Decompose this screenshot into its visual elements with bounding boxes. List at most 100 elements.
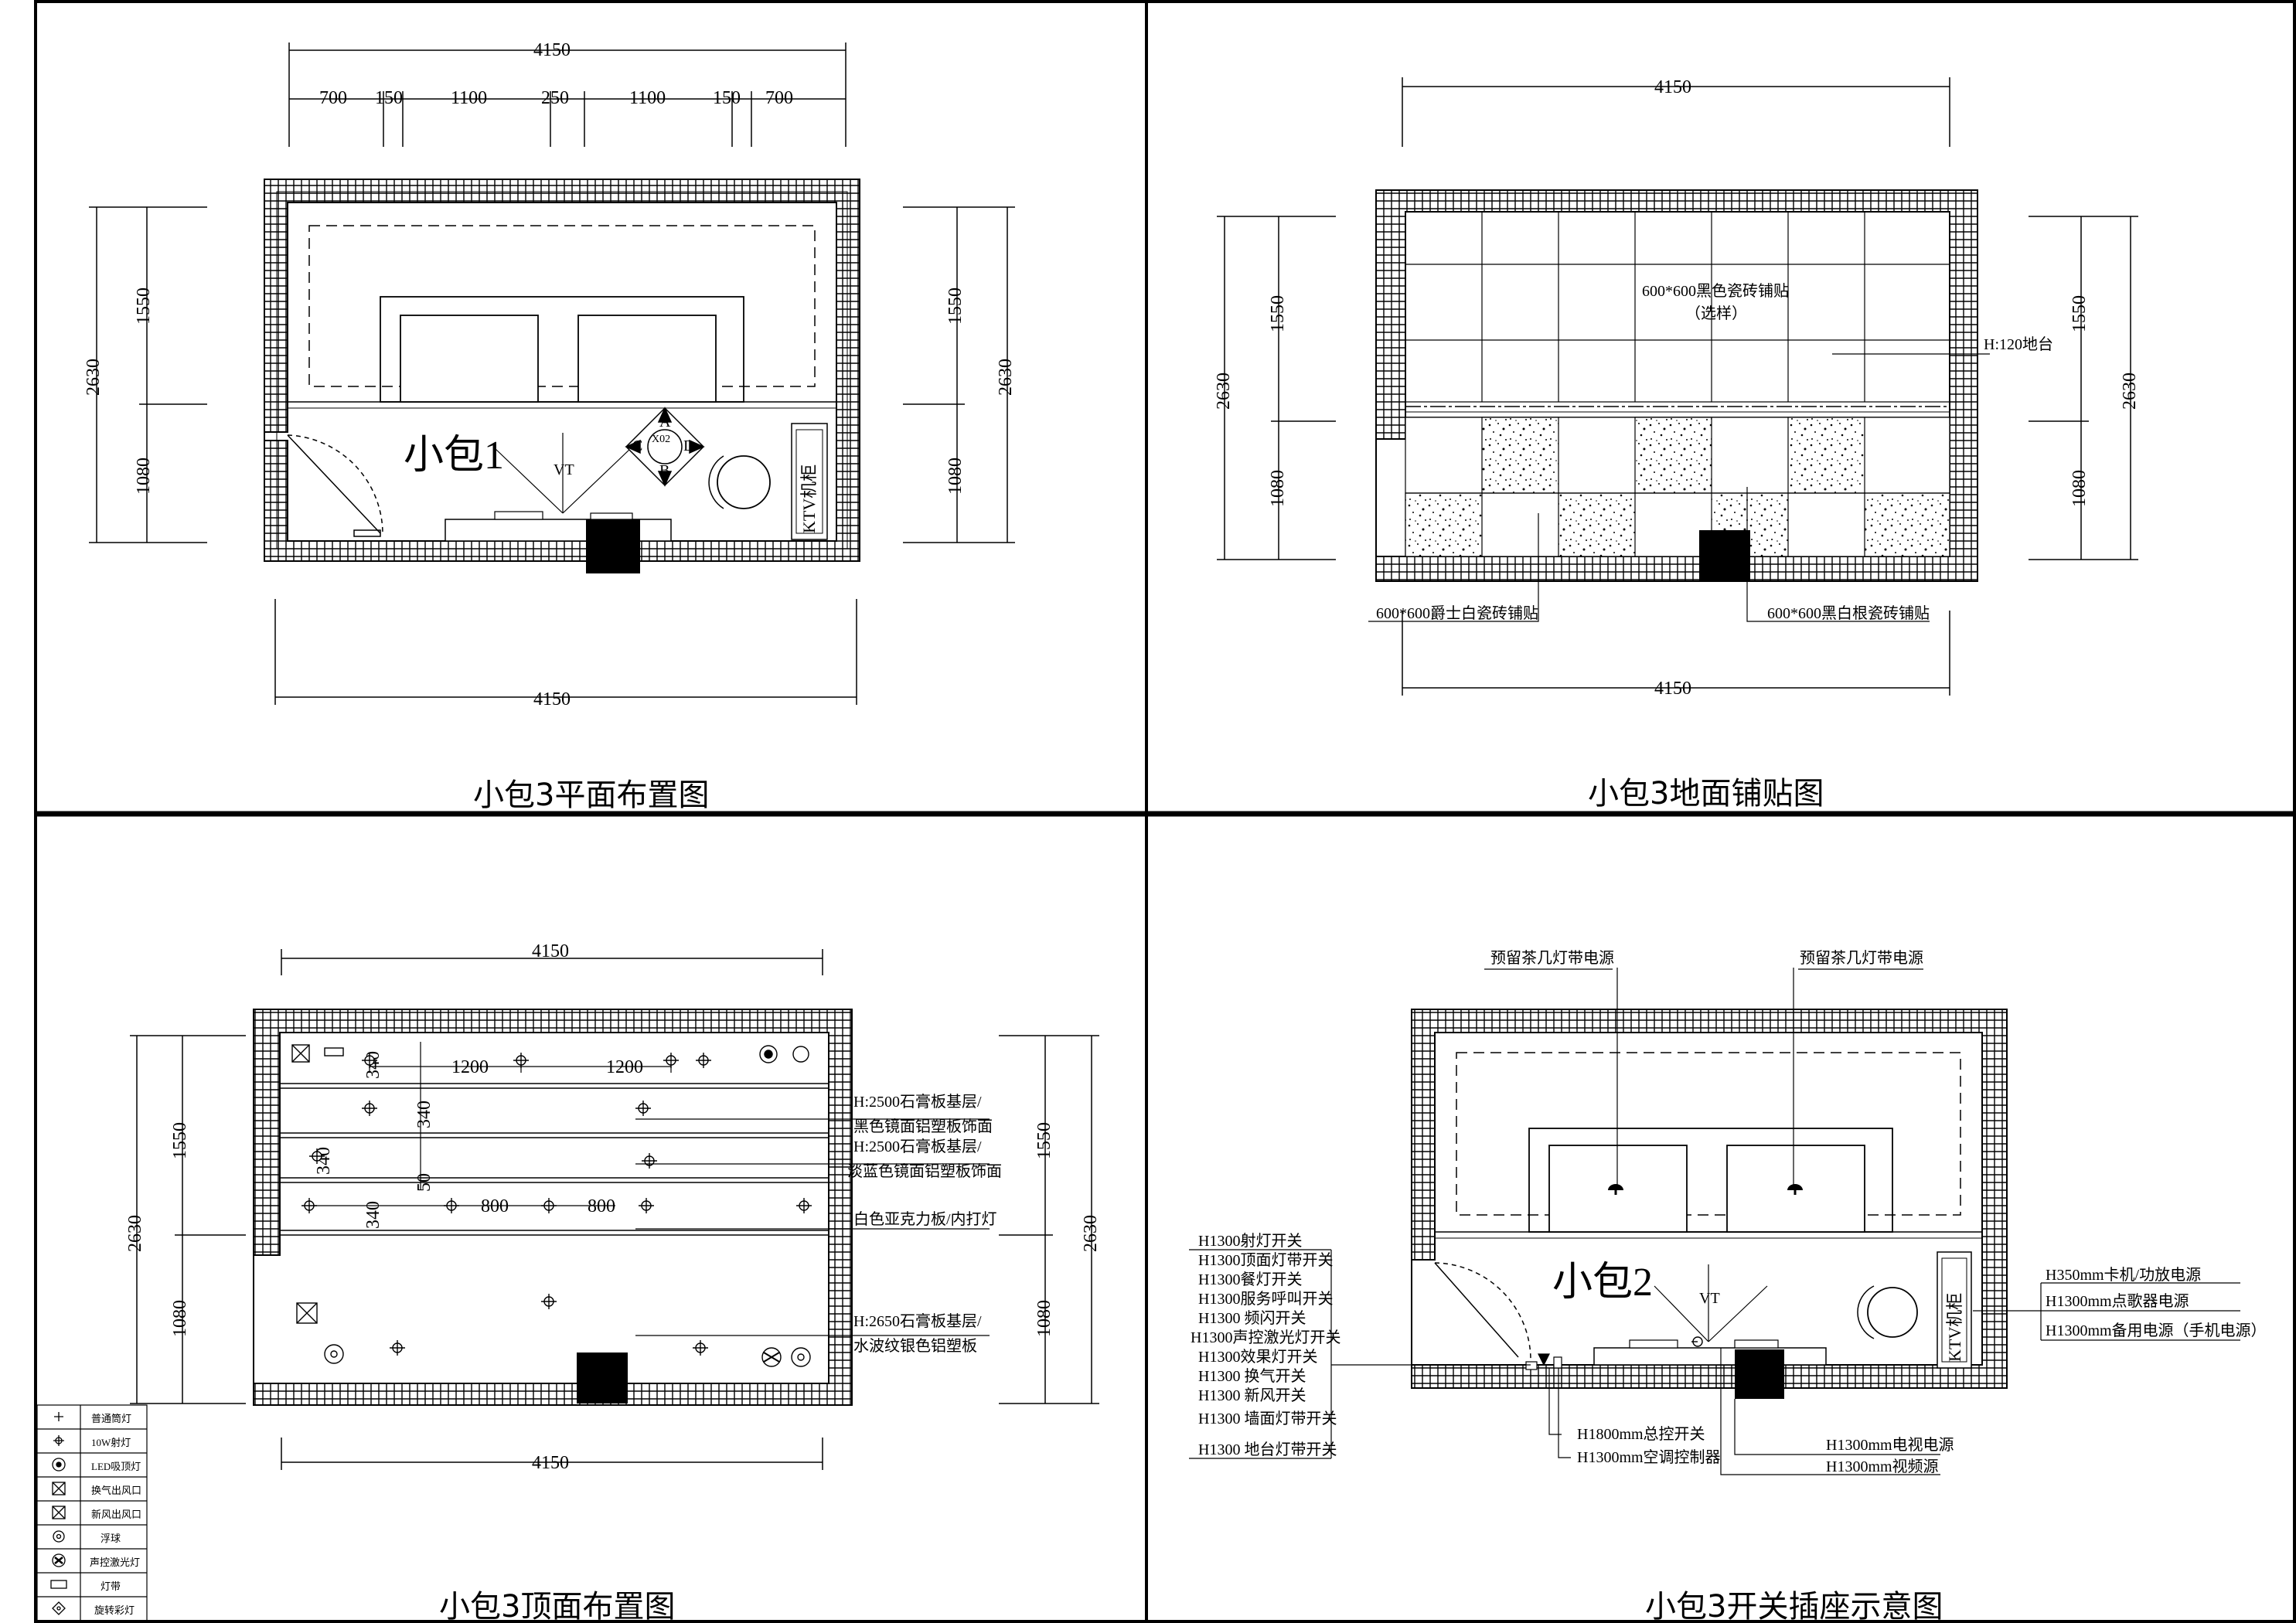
plan-title: 小包3平面布置图 (473, 777, 709, 813)
ceiling-note-4: 淡蓝色镜面铝塑板饰面 (847, 1162, 1002, 1180)
ceiling-note-3: H:2500石膏板基层/ (853, 1138, 982, 1155)
socket-right-note-2: H1300mm点歌器电源 (2046, 1292, 2189, 1310)
floor-dim-total: 4150 (1654, 77, 1691, 97)
legend-led-icon (52, 1458, 66, 1472)
legend-label-8: 灯带 (100, 1580, 121, 1592)
floor-note-tile-black-2: （选样） (1685, 305, 1747, 322)
legend-float-ball-icon (53, 1530, 65, 1543)
plan-marker-a: A (659, 413, 671, 430)
floor-title: 小包3地面铺贴图 (1588, 776, 1824, 812)
switch-note-6: H1300声控激光灯开关 (1191, 1329, 1340, 1346)
ceiling-legend: 普通筒灯 10W射灯 LED吸顶灯 换气出风口 新风出风口 浮球 声控激光灯 灯… (36, 1404, 148, 1622)
ceiling-column (577, 1352, 628, 1404)
legend-label-9: 旋转彩灯 (94, 1604, 135, 1616)
ceiling-dim-total: 4150 (532, 941, 569, 961)
plan-door (287, 434, 383, 537)
plan-dim-left-total: 2630 (83, 359, 104, 396)
ceiling-dim-right-total: 2630 (1081, 1215, 1101, 1252)
ceiling-dim-left-lower: 1080 (170, 1300, 190, 1337)
ceiling-title: 小包3顶面布置图 (439, 1589, 675, 1623)
ceiling-spotlights (301, 1053, 812, 1356)
legend-label-1: 普通筒灯 (91, 1413, 131, 1424)
switch-note-4: H1300服务呼叫开关 (1198, 1290, 1333, 1308)
ceiling-dim-1200-b: 1200 (606, 1057, 643, 1077)
socket-right-note-3: H1300mm备用电源（手机电源） (2046, 1322, 2267, 1339)
switch-note-11: H1300 地台灯带开关 (1198, 1441, 1337, 1458)
legend-rotating-icon (52, 1601, 66, 1615)
plan-dim-left-upper: 1550 (134, 288, 154, 325)
legend-label-3: LED吸顶灯 (91, 1461, 141, 1472)
floor-dim-left-upper: 1550 (1268, 295, 1288, 332)
ceiling-note-2: 黑色镜面铝塑板饰面 (853, 1118, 993, 1135)
ceiling-dim-left-total: 2630 (125, 1215, 145, 1252)
switch-note-7: H1300效果灯开关 (1198, 1348, 1317, 1366)
floor-dim-right-lower: 1080 (2069, 470, 2090, 507)
legend-spotlight-icon (53, 1435, 64, 1446)
plan-dim-part-3: 1100 (451, 88, 487, 108)
ceiling-dim-1200-a: 1200 (451, 1057, 489, 1077)
plan-dim-right-total: 2630 (996, 359, 1016, 396)
floor-note-platform: H:120地台 (1984, 335, 2053, 353)
plan-elevation-marker (625, 407, 705, 487)
legend-label-4: 换气出风口 (91, 1485, 141, 1496)
ceiling-dim-340-b: 340 (414, 1101, 434, 1128)
plan-marker-code: X02 (652, 434, 670, 445)
plan-marker-b: B (659, 462, 669, 479)
plan-walls (264, 179, 860, 562)
ceiling-dim-340-d: 340 (363, 1201, 383, 1229)
socket-cabinet-text: KTV机柜 (1945, 1293, 1964, 1362)
floor-note-tile-black-1: 600*600黑色瓷砖铺贴 (1642, 282, 1789, 300)
ceiling-note-6: H:2650石膏板基层/ (853, 1312, 982, 1330)
plan-dim-total: 4150 (533, 40, 571, 60)
floor-note-jazz: 600*600爵士白瓷砖铺贴 (1376, 604, 1538, 622)
panel-ceiling: 4150 4150 2630 1550 1080 1550 1080 2630 (36, 941, 1101, 1623)
socket-column (1735, 1349, 1784, 1399)
plan-column (586, 519, 640, 573)
ceiling-dim-right-upper: 1550 (1034, 1122, 1054, 1159)
floor-upper-tiles (1405, 211, 1950, 403)
legend-label-5: 新风出风口 (91, 1509, 141, 1520)
sheet-frame (34, 0, 2296, 1623)
socket-title: 小包3开关插座示意图 (1645, 1589, 1943, 1623)
plan-dim-part-1: 700 (319, 88, 347, 108)
ceiling-note-7: 水波纹银色铝塑板 (853, 1337, 977, 1355)
ceiling-dim-800-b: 800 (588, 1196, 615, 1216)
legend-downlight-icon (54, 1412, 63, 1421)
plan-dim-total-bottom: 4150 (533, 689, 571, 709)
switch-note-10: H1300 墙面灯带开关 (1198, 1410, 1337, 1427)
plan-marker-d: D (683, 437, 694, 454)
floor-note-blackwhite: 600*600黑白根瓷砖铺贴 (1767, 604, 1930, 622)
socket-note-ac: H1300mm空调控制器 (1577, 1448, 1721, 1466)
switch-note-9: H1300 新风开关 (1198, 1387, 1306, 1404)
socket-note-top-left: 预留茶几灯带电源 (1490, 949, 1614, 967)
ceiling-dim-total-bottom: 4150 (532, 1453, 569, 1473)
socket-note-master: H1800mm总控开关 (1577, 1425, 1705, 1443)
switch-note-1: H1300射灯开关 (1198, 1232, 1302, 1250)
legend-laser-icon (52, 1553, 66, 1567)
legend-strip-icon (50, 1580, 67, 1589)
socket-room-label: 小包2 (1552, 1261, 1653, 1305)
floor-dim-right-total: 2630 (2120, 373, 2140, 410)
switch-note-8: H1300 换气开关 (1198, 1367, 1306, 1385)
socket-note-top-right: 预留茶几灯带电源 (1800, 949, 1923, 967)
floor-dim-left-lower: 1080 (1268, 470, 1288, 507)
ceiling-dim-left-upper: 1550 (170, 1122, 190, 1159)
legend-label-6: 浮球 (100, 1533, 121, 1544)
legend-label-7: 声控激光灯 (90, 1557, 140, 1568)
floor-dim-total-bottom: 4150 (1654, 679, 1691, 699)
plan-dim-part-4: 250 (541, 88, 569, 108)
socket-walls (1411, 1009, 2008, 1389)
floor-dim-right-upper: 1550 (2069, 295, 2090, 332)
plan-dim-part-7: 700 (765, 88, 793, 108)
plan-dim-right-upper: 1550 (945, 288, 966, 325)
switch-note-3: H1300餐灯开关 (1198, 1271, 1302, 1288)
plan-dim-left-lower: 1080 (134, 458, 154, 495)
ceiling-note-1: H:2500石膏板基层/ (853, 1093, 982, 1111)
ceiling-dim-340-a: 340 (363, 1051, 383, 1079)
switch-note-5: H1300 频闪开关 (1198, 1309, 1306, 1327)
socket-vt: VT (1699, 1290, 1720, 1307)
panel-plan: 4150 700 150 1100 250 1100 150 700 4150 … (83, 40, 1016, 813)
socket-note-video: H1300mm视频源 (1826, 1458, 1939, 1475)
plan-table (380, 296, 744, 403)
ceiling-note-5: 白色亚克力板/内打灯 (853, 1210, 997, 1228)
